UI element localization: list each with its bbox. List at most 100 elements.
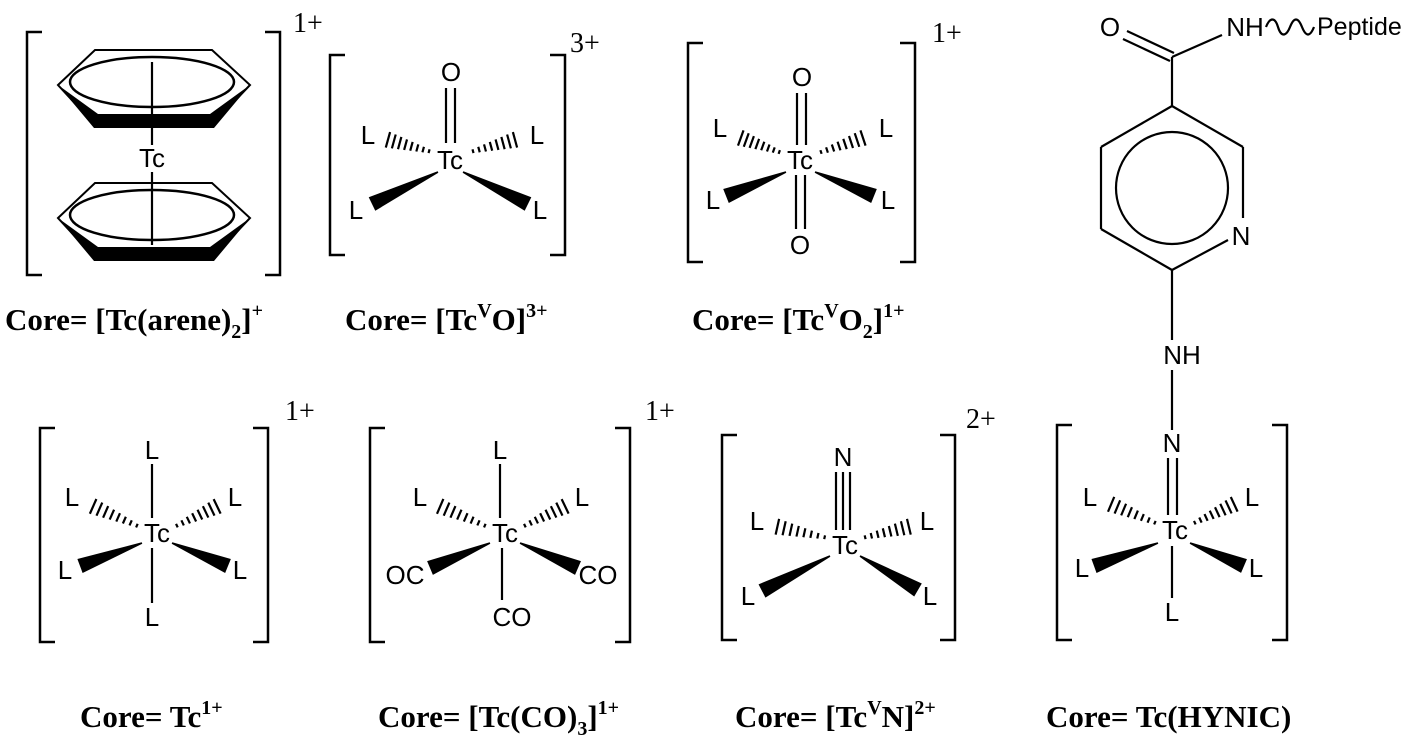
carbonyl-double-bond — [1122, 38, 1171, 62]
carbonyl-oxygen-label: O — [1100, 12, 1120, 42]
hash-mark — [836, 141, 842, 151]
ligand-lower-right: CO — [579, 560, 618, 590]
hash-mark — [899, 521, 906, 536]
hash-mark — [128, 519, 133, 526]
hash-mark — [539, 512, 546, 522]
hash-mark — [859, 130, 867, 146]
caption-text: O — [839, 302, 863, 337]
ligand-lower-right: L — [533, 195, 547, 225]
charge-label: 3+ — [570, 28, 600, 59]
hash-mark — [528, 519, 533, 526]
caption-subscript: 2 — [863, 321, 873, 343]
metal-label: Tc — [492, 518, 518, 548]
hash-mark — [102, 505, 110, 519]
hash-mark — [135, 523, 139, 528]
ligand-lower-left: L — [349, 195, 363, 225]
wavy-linker-bond — [1264, 18, 1316, 36]
hash-mark — [421, 146, 425, 153]
upper-right-hashed-bond — [175, 498, 222, 528]
left-bracket — [1055, 423, 1072, 642]
ligand-top: L — [145, 435, 159, 465]
nitrido-structure: 2+ N Tc L L L L Core= [TcVN]2+ — [720, 404, 996, 734]
upper-right-hashed-bond — [471, 131, 519, 154]
lower-left-wedge-bond — [368, 171, 439, 211]
ligand-lower-right: L — [233, 555, 247, 585]
hash-mark — [115, 512, 121, 522]
hash-mark — [560, 498, 570, 515]
hash-mark — [1139, 513, 1145, 522]
caption-text: O] — [492, 302, 526, 337]
ligand-upper-left: L — [65, 482, 79, 512]
charge-label: 1+ — [932, 18, 962, 49]
hynic-structure: O NH Peptide N NH N Tc L L L — [1046, 12, 1402, 734]
hash-mark — [1146, 517, 1151, 524]
caption-subscript: 2 — [231, 321, 241, 343]
lower-left-wedge-bond — [427, 542, 491, 575]
ligand-lower-left: L — [741, 581, 755, 611]
hash-mark — [1192, 520, 1197, 525]
hash-mark — [533, 516, 539, 524]
metal-label: Tc — [787, 145, 813, 175]
hash-mark — [809, 530, 813, 539]
ligand-bottom: CO — [493, 602, 532, 632]
hash-mark — [108, 509, 116, 521]
caption: Core= Tc1+ — [80, 697, 223, 734]
peptide-label: Peptide — [1317, 13, 1402, 41]
hash-mark — [212, 498, 222, 515]
caption-text: ] — [873, 302, 883, 337]
ligand-upper-right: L — [575, 482, 589, 512]
ligand-upper-right: L — [879, 113, 893, 143]
amide-bond — [1171, 33, 1223, 59]
hash-mark — [736, 130, 745, 146]
hash-mark — [1113, 499, 1122, 514]
metal-label: Tc — [144, 518, 170, 548]
caption: Core= Tc(HYNIC) — [1046, 699, 1291, 734]
ligand-upper-left: L — [413, 482, 427, 512]
arene-structure: 1+ Tc Core= [Tc(arene)2]+ — [5, 8, 323, 343]
hash-mark — [825, 146, 829, 154]
hash-mark — [483, 523, 487, 528]
carbonyl-double-bond — [1126, 30, 1175, 54]
hash-mark — [742, 132, 750, 148]
ring-front-face — [58, 85, 250, 128]
caption-superscript: V — [867, 697, 882, 719]
hash-mark — [1120, 503, 1128, 516]
ligand-top: L — [493, 435, 507, 465]
hash-mark — [771, 146, 776, 154]
hash-mark — [819, 149, 823, 155]
right-bracket — [1272, 423, 1289, 642]
hash-mark — [415, 144, 420, 152]
right-bracket — [900, 41, 917, 264]
left-bracket — [720, 433, 737, 642]
ligand-upper-right: L — [920, 506, 934, 536]
hash-mark — [196, 509, 204, 521]
caption-text: Core= Tc — [80, 699, 201, 734]
hash-mark — [1219, 503, 1227, 516]
ligand-bottom: L — [1165, 597, 1179, 627]
ligand-upper-left: L — [750, 506, 764, 536]
caption: Core= [TcVN]2+ — [735, 697, 936, 734]
caption-text: N] — [882, 699, 915, 734]
caption-text: Core= [Tc(arene) — [5, 302, 231, 337]
hash-mark — [482, 144, 488, 152]
caption-superscript: + — [252, 300, 263, 322]
tc1-structure: 1+ L Tc L L L L L Core= Tc1+ — [38, 396, 315, 734]
hash-mark — [765, 144, 771, 152]
left-bracket — [38, 426, 55, 644]
hash-mark — [802, 528, 807, 538]
caption-superscript: 1+ — [883, 300, 904, 322]
ligand-lower-right: L — [923, 581, 937, 611]
hash-mark — [191, 512, 198, 522]
hash-mark — [207, 502, 216, 517]
caption: Core= [Tc(arene)2]+ — [5, 300, 263, 343]
tricarbonyl-structure: 1+ L Tc CO L L OC CO Core= [Tc(CO)3]1+ — [368, 396, 675, 737]
ligand-upper-right: L — [530, 120, 544, 150]
lower-left-wedge-bond — [723, 171, 787, 203]
hash-mark — [471, 149, 475, 154]
hash-mark — [760, 141, 766, 151]
ring-front-face — [58, 218, 250, 261]
upper-right-hashed-bond — [863, 518, 912, 540]
ligand-upper-left: L — [1083, 482, 1097, 512]
hydrazone-n-label: N — [1163, 428, 1182, 458]
ligand-bottom: L — [145, 602, 159, 632]
